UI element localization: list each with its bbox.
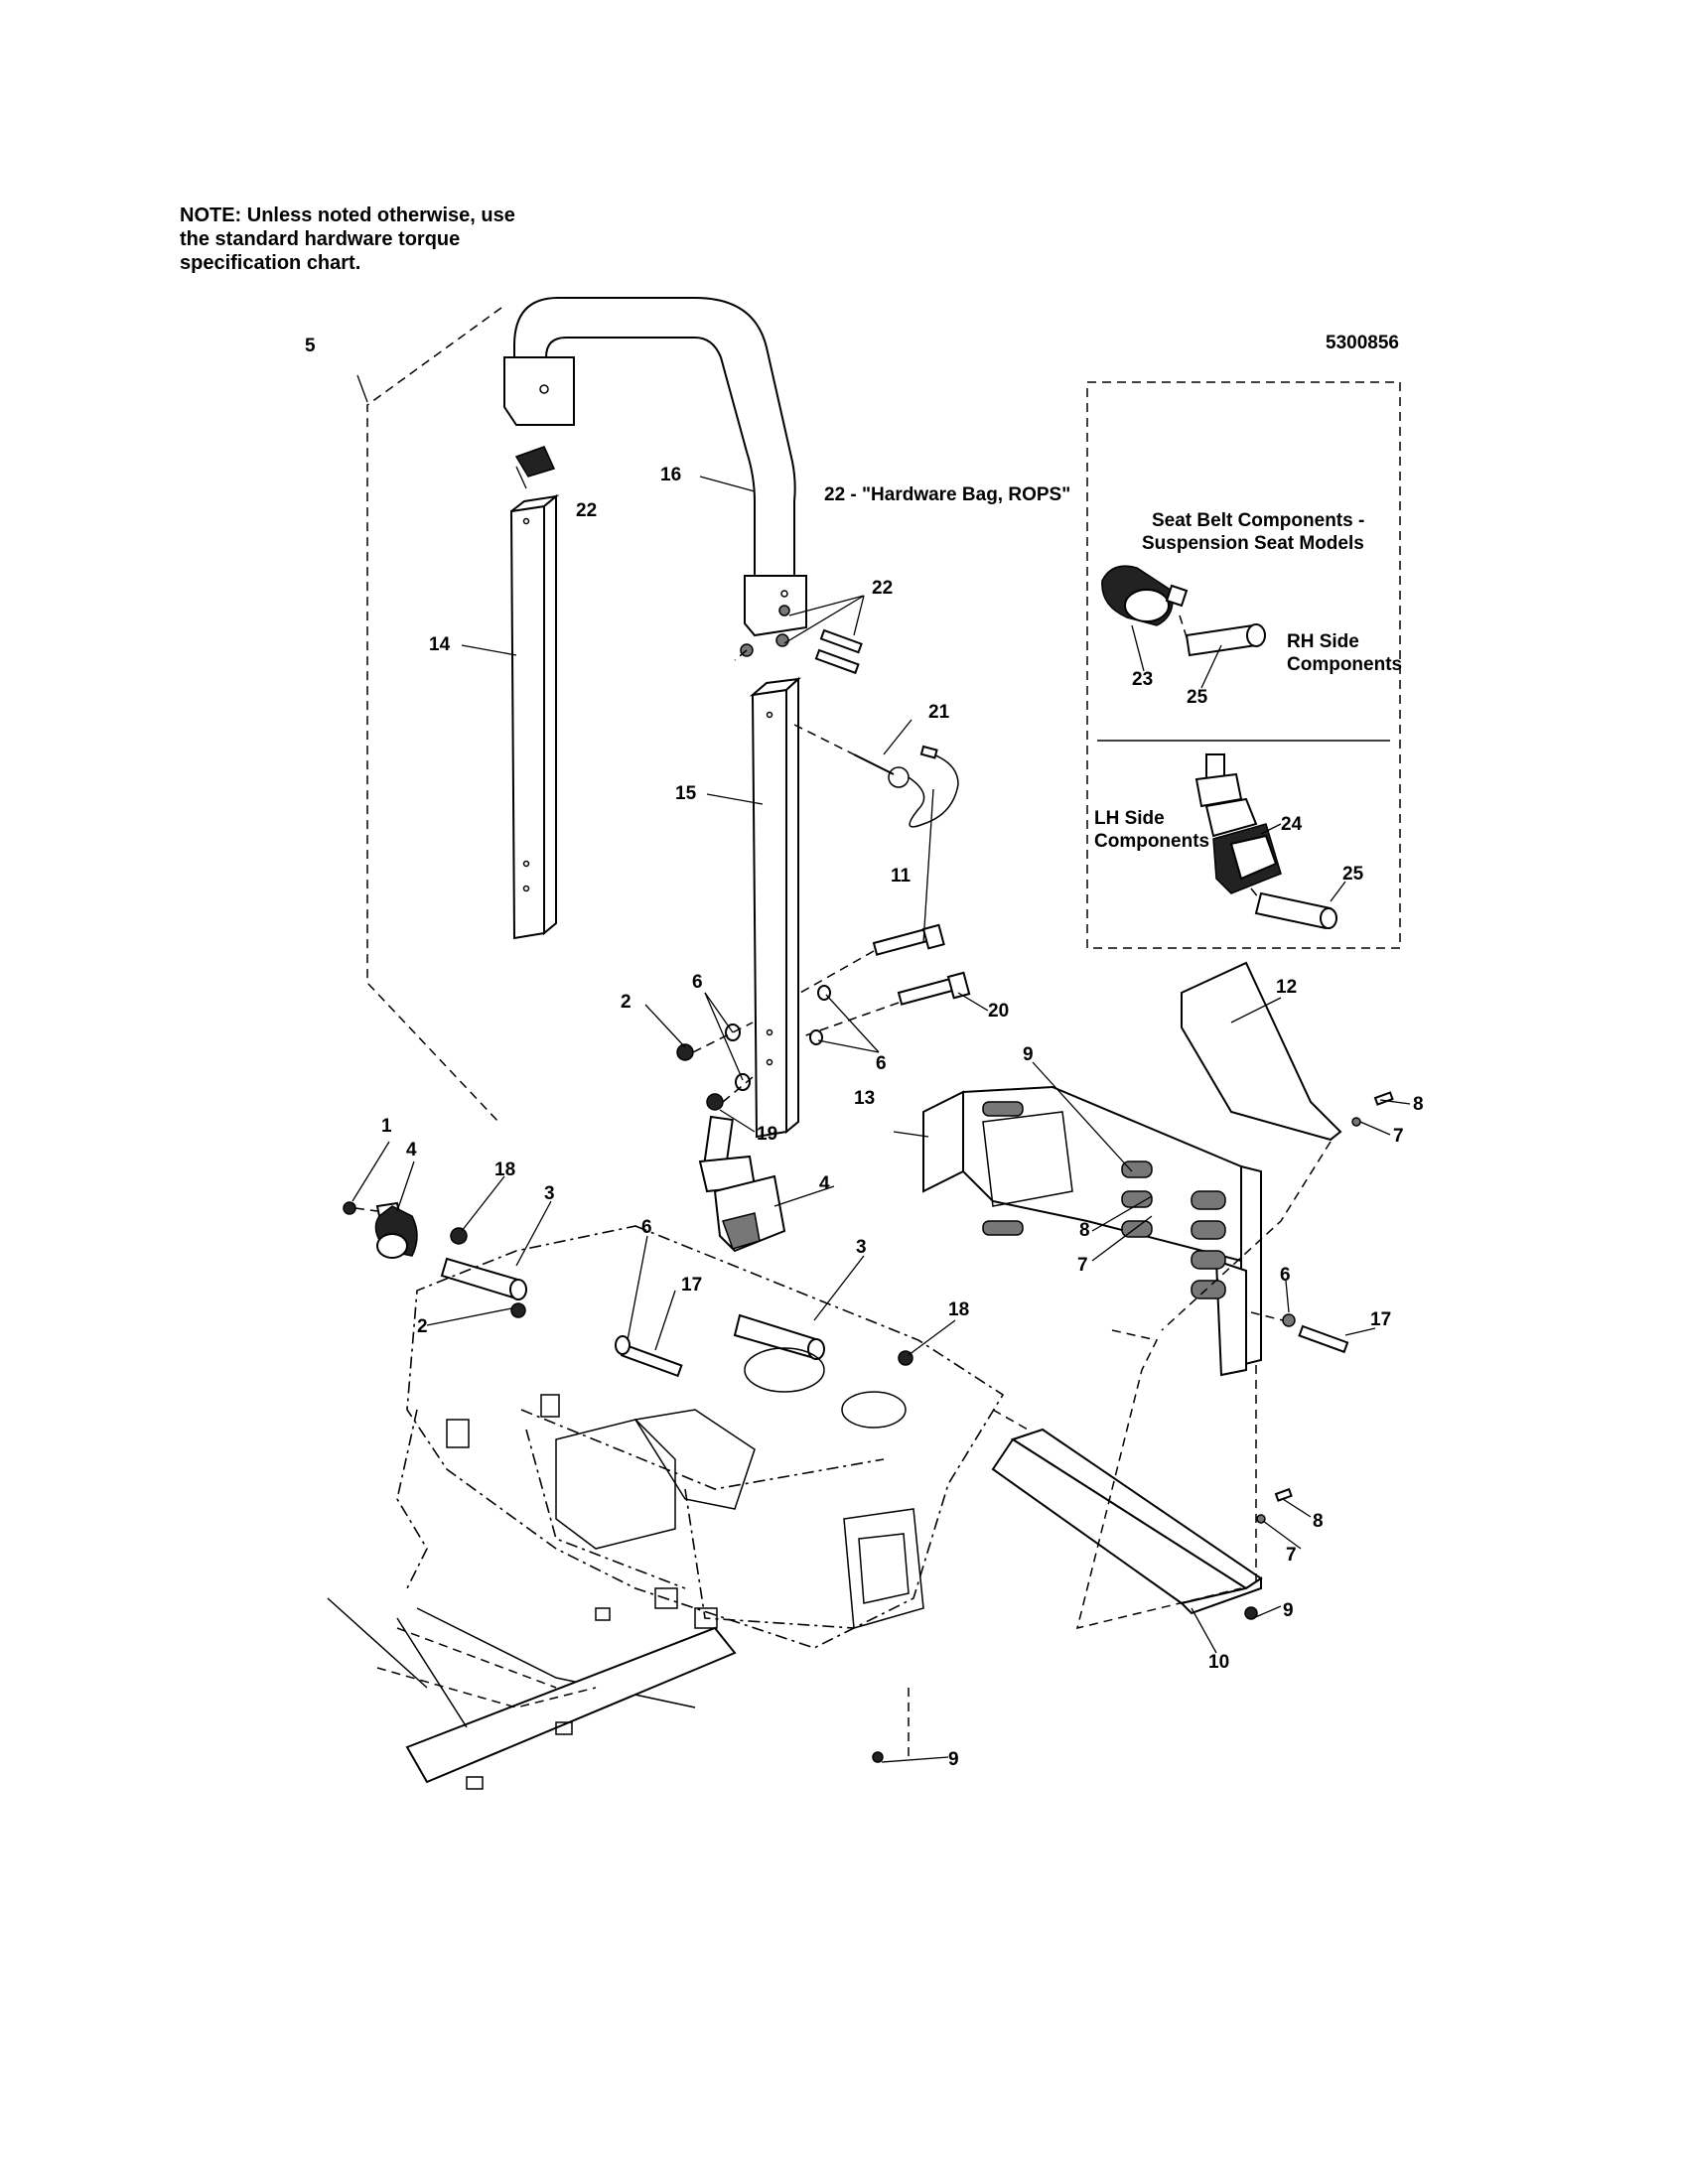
note-line-3: specification chart. (180, 252, 361, 274)
callout-25: 25 (1342, 864, 1364, 885)
callout-5: 5 (305, 336, 316, 356)
alignment-lines (908, 1141, 1332, 1757)
callout-22: 22 (576, 500, 597, 521)
callout-22: 22 (872, 578, 893, 599)
seat-pan-hardware (1250, 1091, 1394, 1354)
callout-2: 2 (621, 992, 632, 1013)
callout-16: 16 (660, 465, 681, 485)
callout-10: 10 (1208, 1652, 1229, 1673)
seat-belt-inset: Seat Belt Components - Suspension Seat M… (1086, 381, 1402, 949)
callout-11: 11 (891, 866, 912, 887)
left-rops-tube (509, 493, 560, 940)
seat-mount-pan (922, 1085, 1262, 1377)
callout-numbers: 1 2 2 3 3 4 4 5 6 6 6 6 7 7 7 8 8 8 9 9 … (305, 336, 1424, 1770)
lh-side-line-1: LH Side (1094, 808, 1165, 829)
rops-washers-and-nuts (676, 985, 831, 1111)
callout-18: 18 (948, 1299, 969, 1320)
callout-leaders (351, 374, 1411, 1763)
rops-assembly-group-outline (366, 307, 502, 1123)
inset-title-line-1: Seat Belt Components - (1152, 510, 1364, 531)
rops-plate (514, 446, 556, 478)
mower-frame (327, 1225, 1005, 1790)
callout-4: 4 (819, 1173, 830, 1194)
right-rops-tube (749, 676, 801, 1139)
hitch-pin-with-lanyard (793, 724, 959, 828)
callout-19: 19 (757, 1124, 777, 1145)
center-seat-belt-retractor (698, 1115, 786, 1253)
center-seat-belt-spacer (733, 1313, 825, 1360)
callout-20: 20 (988, 1001, 1009, 1022)
callout-7: 7 (1077, 1255, 1088, 1276)
note-line-2: the standard hardware torque (180, 228, 461, 250)
callout-4: 4 (406, 1140, 417, 1160)
lower-bracket (872, 1428, 1293, 1763)
callout-8: 8 (1413, 1094, 1424, 1115)
hoop-bolt-hardware (734, 605, 863, 675)
callout-3: 3 (544, 1183, 555, 1204)
callout-24: 24 (1281, 814, 1303, 835)
callout-7: 7 (1393, 1126, 1404, 1147)
side-cover (1181, 961, 1342, 1142)
left-seat-belt-buckle (343, 1201, 418, 1259)
hardware-bag-label: 22 - "Hardware Bag, ROPS" (824, 484, 1070, 505)
callout-14: 14 (429, 634, 451, 655)
callout-25: 25 (1187, 687, 1208, 708)
callout-9: 9 (948, 1749, 959, 1770)
callout-13: 13 (854, 1088, 875, 1109)
rh-side-line-1: RH Side (1287, 631, 1359, 652)
torque-note: NOTE: Unless noted otherwise, use the st… (180, 204, 597, 275)
callout-7: 7 (1286, 1545, 1297, 1566)
left-seat-belt-spacer (440, 1227, 527, 1318)
callout-6: 6 (692, 972, 703, 993)
lh-side-line-2: Components (1094, 831, 1209, 852)
callout-6: 6 (1280, 1265, 1291, 1286)
callout-6: 6 (641, 1217, 652, 1238)
diagram-id: 5300856 (1326, 333, 1399, 353)
note-line-1: NOTE: Unless noted otherwise, use (180, 205, 515, 226)
callout-9: 9 (1283, 1600, 1294, 1621)
callout-12: 12 (1276, 977, 1297, 998)
callout-6: 6 (876, 1053, 887, 1074)
callout-23: 23 (1132, 669, 1153, 690)
callout-3: 3 (856, 1237, 867, 1258)
rops-mounting-bolts (799, 923, 971, 1038)
callout-18: 18 (494, 1160, 515, 1180)
callout-17: 17 (1370, 1309, 1391, 1330)
callout-21: 21 (928, 702, 950, 723)
upper-rops-hoop (503, 297, 807, 637)
callout-1: 1 (381, 1116, 392, 1137)
rh-side-line-2: Components (1287, 654, 1402, 675)
callout-8: 8 (1313, 1511, 1324, 1532)
callout-8: 8 (1079, 1220, 1090, 1241)
callout-15: 15 (675, 783, 697, 804)
callout-9: 9 (1023, 1044, 1034, 1065)
callout-17: 17 (681, 1275, 702, 1296)
callout-2: 2 (417, 1316, 428, 1337)
inset-title-line-2: Suspension Seat Models (1142, 533, 1364, 554)
